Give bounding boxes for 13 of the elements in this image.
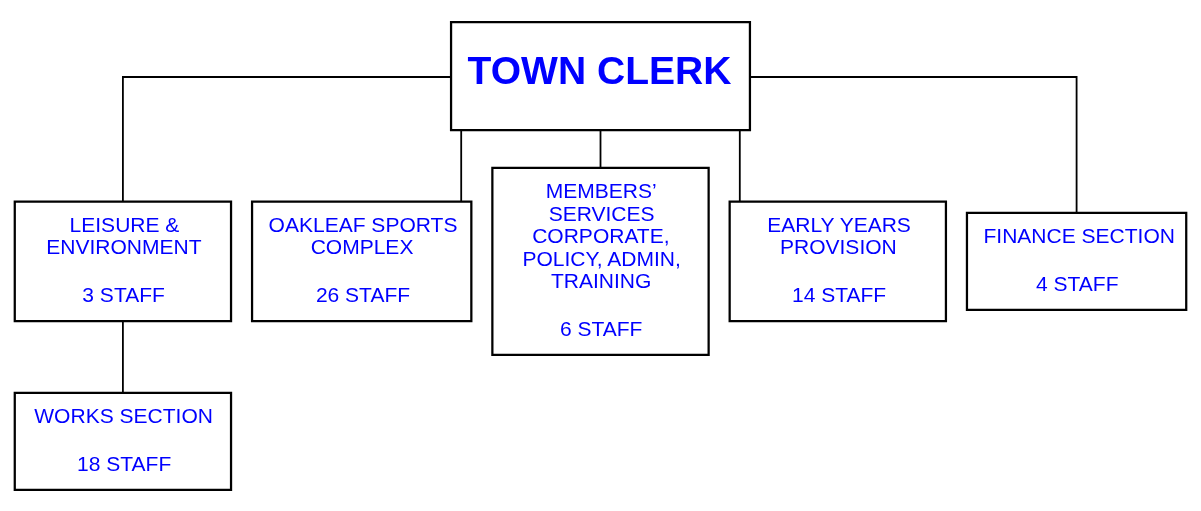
connector <box>599 128 602 168</box>
connector <box>460 128 463 202</box>
node-box: EARLY YEARS PROVISION 14 STAFF <box>728 200 948 322</box>
connector <box>122 319 124 393</box>
connector <box>122 75 452 202</box>
connector <box>738 128 741 202</box>
node-box: OAKLEAF SPORTS COMPLEX 26 STAFF <box>250 200 473 322</box>
node-box: MEMBERS’ SERVICES CORPORATE, POLICY, ADMIN, TRAINING 6 STAFF <box>491 166 710 356</box>
node-box: LEISURE & ENVIRONMENT 3 STAFF <box>13 200 233 322</box>
node-box: WORKS SECTION 18 STAFF <box>13 391 233 491</box>
node-box: TOWN CLERK <box>449 20 752 131</box>
connector <box>749 75 1078 213</box>
node-box: FINANCE SECTION 4 STAFF <box>965 211 1188 311</box>
